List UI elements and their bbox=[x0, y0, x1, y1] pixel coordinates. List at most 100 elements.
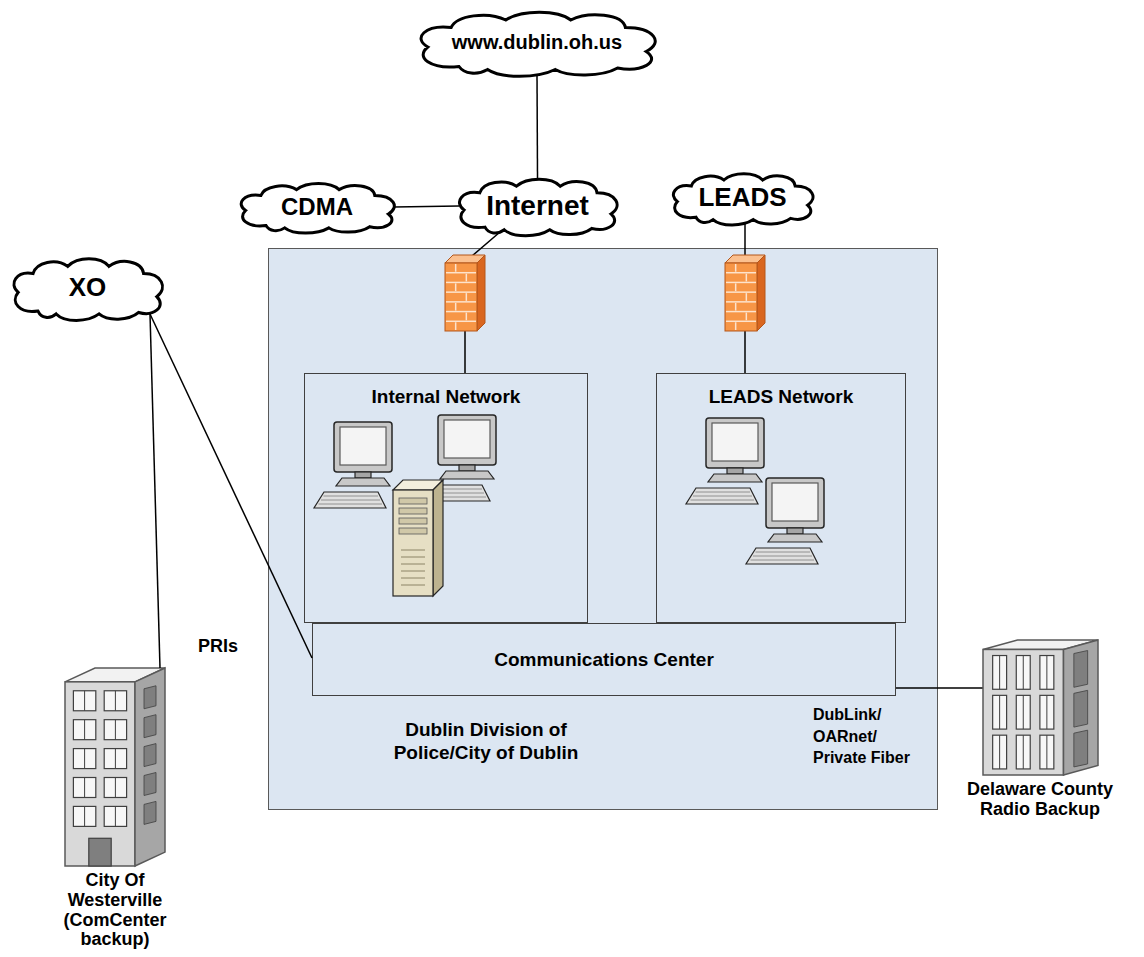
building-window bbox=[1016, 695, 1030, 729]
building-window bbox=[1039, 656, 1053, 690]
firewall-icon-part bbox=[466, 293, 468, 301]
server-icon-part bbox=[401, 564, 425, 565]
firewall-icon bbox=[725, 255, 765, 331]
firewall-icon-part bbox=[455, 322, 457, 330]
building-window bbox=[1039, 695, 1053, 729]
connector-line bbox=[150, 314, 160, 668]
building-window bbox=[73, 691, 95, 711]
firewall-icon-part bbox=[726, 272, 756, 274]
server-icon-part bbox=[433, 480, 443, 596]
firewall-icon-part bbox=[725, 255, 765, 263]
cloud-label: XO bbox=[69, 273, 107, 303]
computer-icon-part bbox=[336, 478, 390, 486]
computer-icon-part bbox=[756, 552, 811, 553]
server-icon bbox=[393, 480, 443, 596]
computer-icon-part bbox=[340, 427, 386, 465]
building-window bbox=[992, 735, 1006, 769]
network-box: LEADS Network bbox=[656, 373, 906, 623]
edge-label: PRIs bbox=[196, 636, 240, 657]
text-holder: DubLink/ OARnet/ Private Fiber bbox=[813, 704, 928, 769]
firewall-icon-part bbox=[445, 255, 485, 263]
building-side bbox=[1063, 640, 1098, 775]
firewall-icon-part bbox=[455, 303, 457, 311]
computer-icon-part bbox=[355, 472, 371, 478]
computer-icon-part bbox=[418, 485, 490, 501]
window-frame bbox=[1022, 735, 1023, 769]
connector-line bbox=[744, 222, 746, 373]
computer-icon-part bbox=[706, 418, 764, 468]
window-frame bbox=[1046, 735, 1047, 769]
building-window bbox=[104, 749, 126, 769]
window-frame bbox=[115, 777, 116, 797]
server-icon-part bbox=[393, 480, 443, 490]
building-door bbox=[89, 838, 111, 866]
server-icon-part bbox=[401, 571, 425, 572]
site-region: Internal NetworkLEADS NetworkCommunicati… bbox=[268, 248, 938, 810]
computer-icon bbox=[314, 422, 392, 508]
computer-icon-part bbox=[314, 492, 386, 508]
building-window bbox=[104, 691, 126, 711]
computer-icon-part bbox=[440, 471, 494, 479]
computer-icon-part bbox=[746, 548, 818, 564]
building-window bbox=[104, 720, 126, 740]
computer-icon-part bbox=[691, 500, 755, 501]
computer-icon-part bbox=[708, 474, 762, 482]
firewall-icon-part bbox=[735, 303, 737, 311]
building-window bbox=[1016, 656, 1030, 690]
window-frame bbox=[115, 749, 116, 769]
box-title: LEADS Network bbox=[709, 386, 854, 408]
building-window bbox=[73, 777, 95, 797]
computer-icon-part bbox=[459, 465, 475, 471]
connector-line bbox=[394, 206, 459, 207]
label-holder: PRIs bbox=[196, 636, 240, 657]
cloud-outline bbox=[241, 184, 394, 234]
side-window bbox=[144, 801, 156, 824]
computer-icon bbox=[418, 415, 496, 501]
window-frame bbox=[84, 749, 85, 769]
building-window bbox=[1016, 735, 1030, 769]
window-frame bbox=[1022, 695, 1023, 729]
building-node: City Of Westerville (ComCenter backup) bbox=[55, 668, 175, 950]
firewall-icon-part bbox=[726, 291, 756, 293]
computer-icon-part bbox=[712, 423, 758, 461]
computer-icon-part bbox=[727, 468, 743, 474]
firewall-icon-part bbox=[466, 274, 468, 282]
firewall-icon-part bbox=[455, 264, 457, 272]
window-frame bbox=[999, 695, 1000, 729]
firewall-icon-part bbox=[446, 272, 476, 274]
building-front bbox=[65, 682, 135, 866]
cloud-outline bbox=[459, 179, 617, 235]
building-window bbox=[104, 777, 126, 797]
firewall-icon-part bbox=[735, 283, 737, 291]
firewall-icon-part bbox=[735, 264, 737, 272]
firewall-icon-part bbox=[746, 293, 748, 301]
window-frame bbox=[1022, 656, 1023, 690]
building-side bbox=[135, 668, 165, 866]
window-frame bbox=[1046, 695, 1047, 729]
firewall-icon-part bbox=[725, 263, 757, 331]
computer-icon-part bbox=[751, 560, 815, 561]
connector-line bbox=[536, 74, 538, 178]
building-window bbox=[1039, 735, 1053, 769]
firewall-icon-part bbox=[445, 263, 477, 331]
firewall-icon-part bbox=[477, 255, 485, 331]
cloud-outline bbox=[421, 12, 655, 76]
cloud-label: CDMA bbox=[281, 193, 353, 221]
computer-icon-part bbox=[693, 496, 752, 497]
computer-icon-part bbox=[438, 415, 496, 465]
firewall-icon-part bbox=[726, 301, 756, 303]
window-frame bbox=[84, 720, 85, 740]
cloud-label: www.dublin.oh.us bbox=[452, 31, 622, 54]
server-icon-part bbox=[401, 550, 425, 551]
firewall-icon-part bbox=[446, 321, 476, 323]
cloud-shape: LEADS bbox=[665, 168, 820, 228]
cloud-shape: XO bbox=[5, 252, 170, 324]
building-window bbox=[992, 656, 1006, 690]
server-icon-part bbox=[399, 498, 427, 504]
building-label: City Of Westerville (ComCenter backup) bbox=[56, 871, 174, 950]
firewall-icon-part bbox=[735, 322, 737, 330]
computer-icon-part bbox=[787, 528, 803, 534]
building-window bbox=[73, 720, 95, 740]
